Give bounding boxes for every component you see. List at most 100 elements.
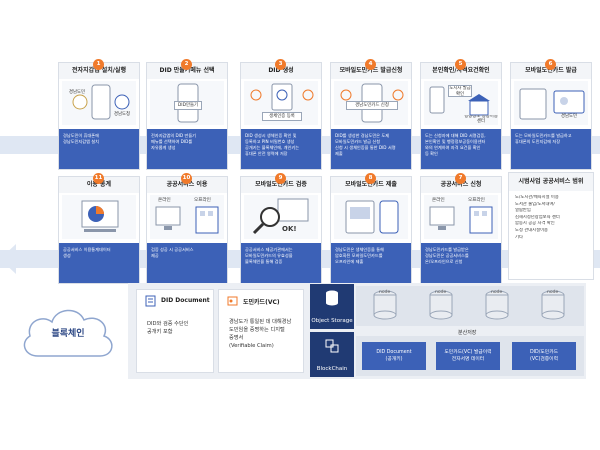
- step-number: 6: [545, 59, 556, 70]
- flow-arrow-left: [0, 244, 16, 274]
- database-icon: [326, 290, 338, 306]
- step-card-1: 1 전자지갑앱 설치/실행 경남도민 경남도청 경남도민이 휴대폰에 경남도민지…: [58, 59, 140, 170]
- step-illustration: 경남도민: [514, 81, 588, 125]
- blockchain-label: BlockChain: [316, 366, 348, 372]
- step-number: 5: [455, 59, 466, 70]
- id-card-icon: [519, 88, 585, 120]
- distributed-storage-label: 분산저장: [458, 330, 477, 336]
- step-description: DID를 생성한 경남도민은 도제 모바일도민카드 발급 신청 신청 시 생체인…: [331, 129, 411, 169]
- cloud-icon: [23, 309, 113, 357]
- blockchain-verify-history: DID/도민카드 (VC)검증이력: [512, 342, 576, 370]
- step-card-11: 11 이용 통계 공공서비스 이용통계데이터 생성: [58, 173, 140, 284]
- admin-center-label: 행정정보 공동이용센터: [464, 115, 498, 124]
- step-description: 검증 성공 시 공공서비스 제공: [147, 243, 227, 283]
- step-description: 도는 모바일도민카드를 발급하고 휴대폰의 도민지갑에 저장: [511, 129, 591, 169]
- monitor-icon: [429, 206, 493, 234]
- node-label: node: [547, 290, 559, 295]
- step-description: 경남도민은 생체인증을 통해 암호화된 모바일도민카드를 오프라인에 제출: [331, 243, 411, 283]
- magnifier-icon: [252, 198, 309, 235]
- governor-confirm-chip: 도지사 발급확인: [448, 85, 472, 97]
- fingerprint-icon: [250, 83, 314, 111]
- step-description: 경남도민카드를 발급받은 경남도민은 공공서비스를 온/오프라인으로 신청: [421, 243, 501, 283]
- vc-box: 도민카드(VC) 경남도가 통일된 데 대해경남 도민임을 증명하는 디지털 증…: [218, 289, 304, 373]
- step-illustration: 온라인 오프라인: [150, 195, 224, 239]
- step-illustration: [62, 195, 136, 239]
- step-number: 1: [93, 59, 104, 70]
- step-description: DID 생성시 생체인증 확인 및 등록하고 PIN 비밀번호 생성 공개키는 …: [241, 129, 321, 169]
- database-node-icon: [485, 290, 509, 320]
- database-node-icon: [429, 290, 453, 320]
- online-label: 온라인: [432, 198, 445, 203]
- node-label: node: [379, 290, 391, 295]
- object-storage-label: Object Storage: [311, 318, 353, 324]
- step-title: 모바일도민카드 제출: [331, 177, 411, 193]
- did-document-box: DID Document DID와 검증 수단인 공개키 포함: [136, 289, 214, 373]
- phone-icon: [72, 84, 130, 120]
- node-label: node: [491, 290, 503, 295]
- node-label: node: [435, 290, 447, 295]
- phone-card-icon: [345, 200, 399, 234]
- step-illustration: 온라인 오프라인: [424, 195, 498, 239]
- step-card-6: 6 모바일도민카드 발급 경남도민 도는 모바일도민카드를 발급하고 휴대폰의 …: [510, 59, 592, 170]
- chain-icon: [325, 339, 339, 353]
- step-illustration: [334, 195, 408, 239]
- step-title: 본인확인/자격요건확인: [421, 63, 501, 79]
- step-number: 10: [181, 173, 192, 184]
- online-label: 온라인: [158, 198, 171, 203]
- step-title: DID 만들기메뉴 선택: [147, 63, 227, 79]
- step-title: DID 생성: [241, 63, 321, 79]
- step-card-8: 8 모바일도민카드 제출 경남도민은 생체인증을 통해 암호화된 모바일도민카드…: [330, 173, 412, 284]
- step-card-9: 9 모바일도민카드 검증 OK! 공공서비스 제공기관에서는 모바일도민카드의 …: [240, 173, 322, 284]
- scope-list: 도/도시관/체육시설 이용 도서관 출입/도서대여/ 열람반입 김해시청년창업보…: [515, 195, 589, 241]
- offline-label: 오프라인: [194, 198, 211, 203]
- database-node-icon: [373, 290, 397, 320]
- step-description: 경남도민이 휴대폰에 경남도민지갑앱 설치: [59, 129, 139, 169]
- step-card-4: 4 모바일도민카드 발급신청 경남도민카드 신청 DID를 생성한 경남도민은 …: [330, 59, 412, 170]
- biometric-register-button: 생체인증 등록: [262, 112, 302, 121]
- step-illustration: 경남도민 경남도청: [62, 81, 136, 125]
- vc-text: 경남도가 통일된 데 대해경남 도민임을 증명하는 디지털 증명서 (Verif…: [229, 319, 292, 349]
- did-document-title: DID Document: [161, 297, 210, 304]
- object-storage-tag: Object Storage: [310, 284, 354, 329]
- scope-title: 시범사업 공공서비스 범위: [509, 173, 593, 191]
- chip-citizen: 경남도민: [68, 90, 86, 95]
- scope-item: 도/도시관/체육시설 이용: [515, 195, 559, 200]
- step-number: 8: [365, 173, 376, 184]
- scope-item: 도서관 출입/도서대여/: [515, 201, 555, 207]
- step-illustration: 도지사 발급확인 행정정보 공동이용센터: [424, 81, 498, 125]
- step-description: 도는 신청자에 대해 DID 서명검증, 본인확인 및 행정정보공동이용센터 와…: [421, 129, 501, 169]
- step-number: 2: [181, 59, 192, 70]
- step-card-10: 10 공공서비스 이용 온라인 오프라인 검증 성공 시 공공서비스 제공: [146, 173, 228, 284]
- step-illustration: DID만들기: [150, 81, 224, 125]
- blockchain-vc-history: 도민카드(VC) 발급이력 전자서명 데이터: [436, 342, 500, 370]
- document-icon: [145, 295, 156, 307]
- chip-province: 경남도청: [113, 112, 131, 117]
- did-document-text: DID와 검증 수단인 공개키 포함: [147, 321, 189, 335]
- step-title: 모바일도민카드 검증: [241, 177, 321, 193]
- chart-icon: [81, 200, 119, 232]
- step-number: 11: [93, 173, 104, 184]
- vc-title: 도민카드(VC): [243, 299, 280, 306]
- step-number: 4: [365, 59, 376, 70]
- ok-label: OK!: [282, 225, 297, 233]
- blockchain-did-document: DID Document (공개키): [362, 342, 426, 370]
- scope-item: 함동시 공공 자격 확인: [515, 221, 555, 227]
- step-number: 3: [275, 59, 286, 70]
- step-card-2: 2 DID 만들기메뉴 선택 DID만들기 전자지갑앱의 DID 만들기 메뉴를…: [146, 59, 228, 170]
- service-scope-panel: 시범사업 공공서비스 범위 도/도시관/체육시설 이용 도서관 출입/도서대여/…: [508, 172, 594, 280]
- card-icon: [227, 296, 238, 306]
- step-description: 공공서비스 이용통계데이터 생성: [59, 243, 139, 283]
- step-card-7: 7 공공서비스 신청 온라인 오프라인 경남도민카드를 발급받은 경남도민은 공…: [420, 173, 502, 284]
- step-illustration: 생체인증 등록: [244, 81, 318, 125]
- scope-item: 도청 관내시설이용: [515, 227, 548, 233]
- step-title: 모바일도민카드 발급신청: [331, 63, 411, 79]
- chip-citizen-card: 경남도민: [560, 114, 578, 119]
- step-card-5: 5 본인확인/자격요건확인 도지사 발급확인 행정정보 공동이용센터 도는 신청…: [420, 59, 502, 170]
- building-icon: [429, 86, 490, 116]
- step-description: 공공서비스 제공기관에서는 모바일도민카드의 유효성을 블록체인을 통해 검증: [241, 243, 321, 283]
- step-number: 9: [275, 173, 286, 184]
- step-description: 전자지갑앱의 DID 만들기 메뉴를 선택하여 DID를 자유롭게 생성: [147, 129, 227, 169]
- step-title: 공공서비스 이용: [147, 177, 227, 193]
- step-illustration: OK!: [244, 195, 318, 239]
- card-apply-button: 경남도민카드 신청: [346, 101, 398, 110]
